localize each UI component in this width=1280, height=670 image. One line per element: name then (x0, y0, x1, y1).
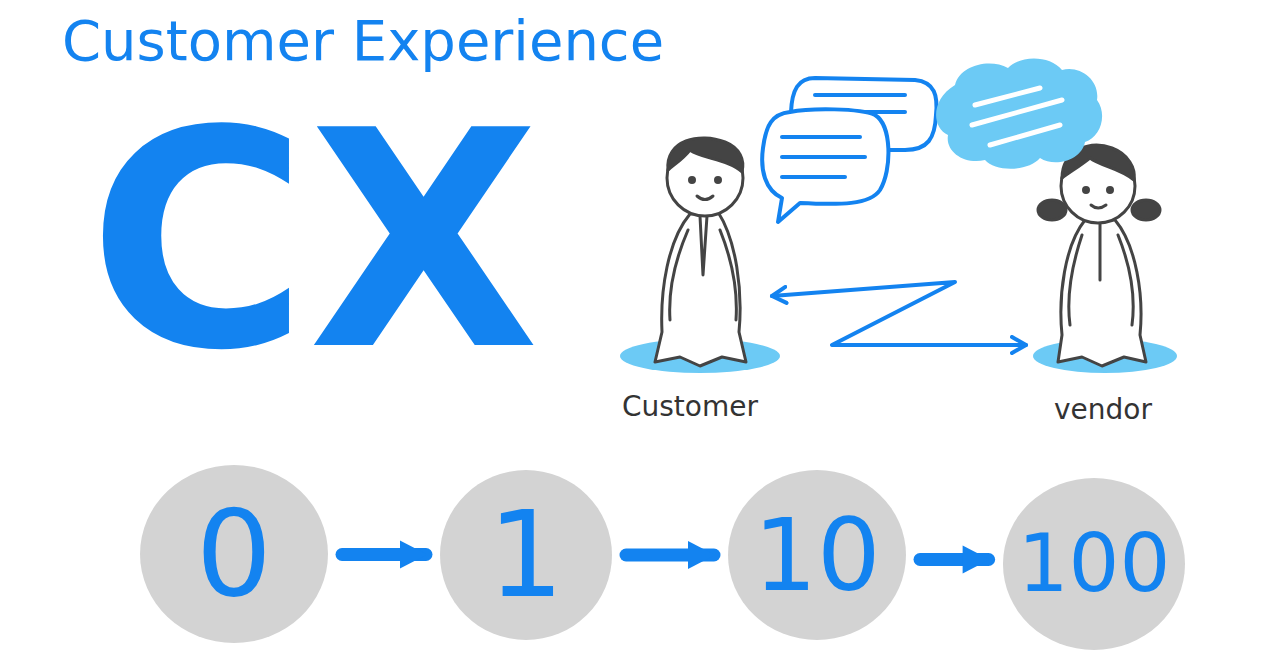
thought-cloud (936, 58, 1102, 168)
step-circle: 0 (140, 465, 328, 643)
speech-bubble (762, 109, 888, 222)
figure-pigtail (1038, 200, 1066, 220)
figure-pigtail (1132, 200, 1160, 220)
figure-body (1058, 220, 1146, 366)
exchange-arrow (772, 282, 1026, 345)
figure-eye (1084, 188, 1089, 193)
vendor-figure (1038, 145, 1160, 366)
step-arrow (342, 548, 426, 561)
figure-eye (690, 178, 695, 183)
figure-seam (1099, 224, 1102, 280)
bubble-line (782, 135, 860, 139)
cloud-shape (936, 58, 1102, 168)
step-number: 10 (753, 503, 880, 608)
cloud-line (975, 88, 1040, 105)
person-label: Customer (622, 392, 758, 425)
step-number: 1 (488, 492, 564, 618)
big-abbreviation: CX (88, 92, 539, 392)
cloud-line (972, 100, 1062, 125)
figure-smile (697, 196, 713, 200)
diagram-title: Customer Experience (62, 8, 664, 73)
cloud-line (990, 125, 1060, 145)
figure-smile (1091, 205, 1106, 208)
figure-body (655, 212, 746, 366)
bubble-line (815, 93, 905, 97)
figure-arm (1069, 235, 1082, 325)
person-figure: vendor (1028, 140, 1178, 428)
bubble-line (782, 155, 865, 159)
figure-eye (1108, 188, 1113, 193)
bubble-line (782, 175, 845, 179)
figure-arm (1118, 235, 1133, 325)
figure-eye (716, 178, 721, 183)
step-arrow (920, 553, 989, 566)
step-arrow (626, 549, 714, 562)
customer-figure (655, 138, 746, 366)
step-number: 100 (1018, 522, 1171, 606)
step-circle: 1 (440, 470, 612, 640)
step-circle: 100 (1003, 478, 1186, 650)
figure-tie (700, 216, 707, 275)
person-label: vendor (1054, 395, 1152, 428)
step-number: 0 (196, 491, 272, 617)
figure-arm (720, 230, 736, 320)
figure-arm (670, 230, 688, 320)
figure-hair (668, 138, 743, 172)
person-figure: Customer (612, 135, 768, 425)
step-circle: 10 (728, 470, 906, 640)
